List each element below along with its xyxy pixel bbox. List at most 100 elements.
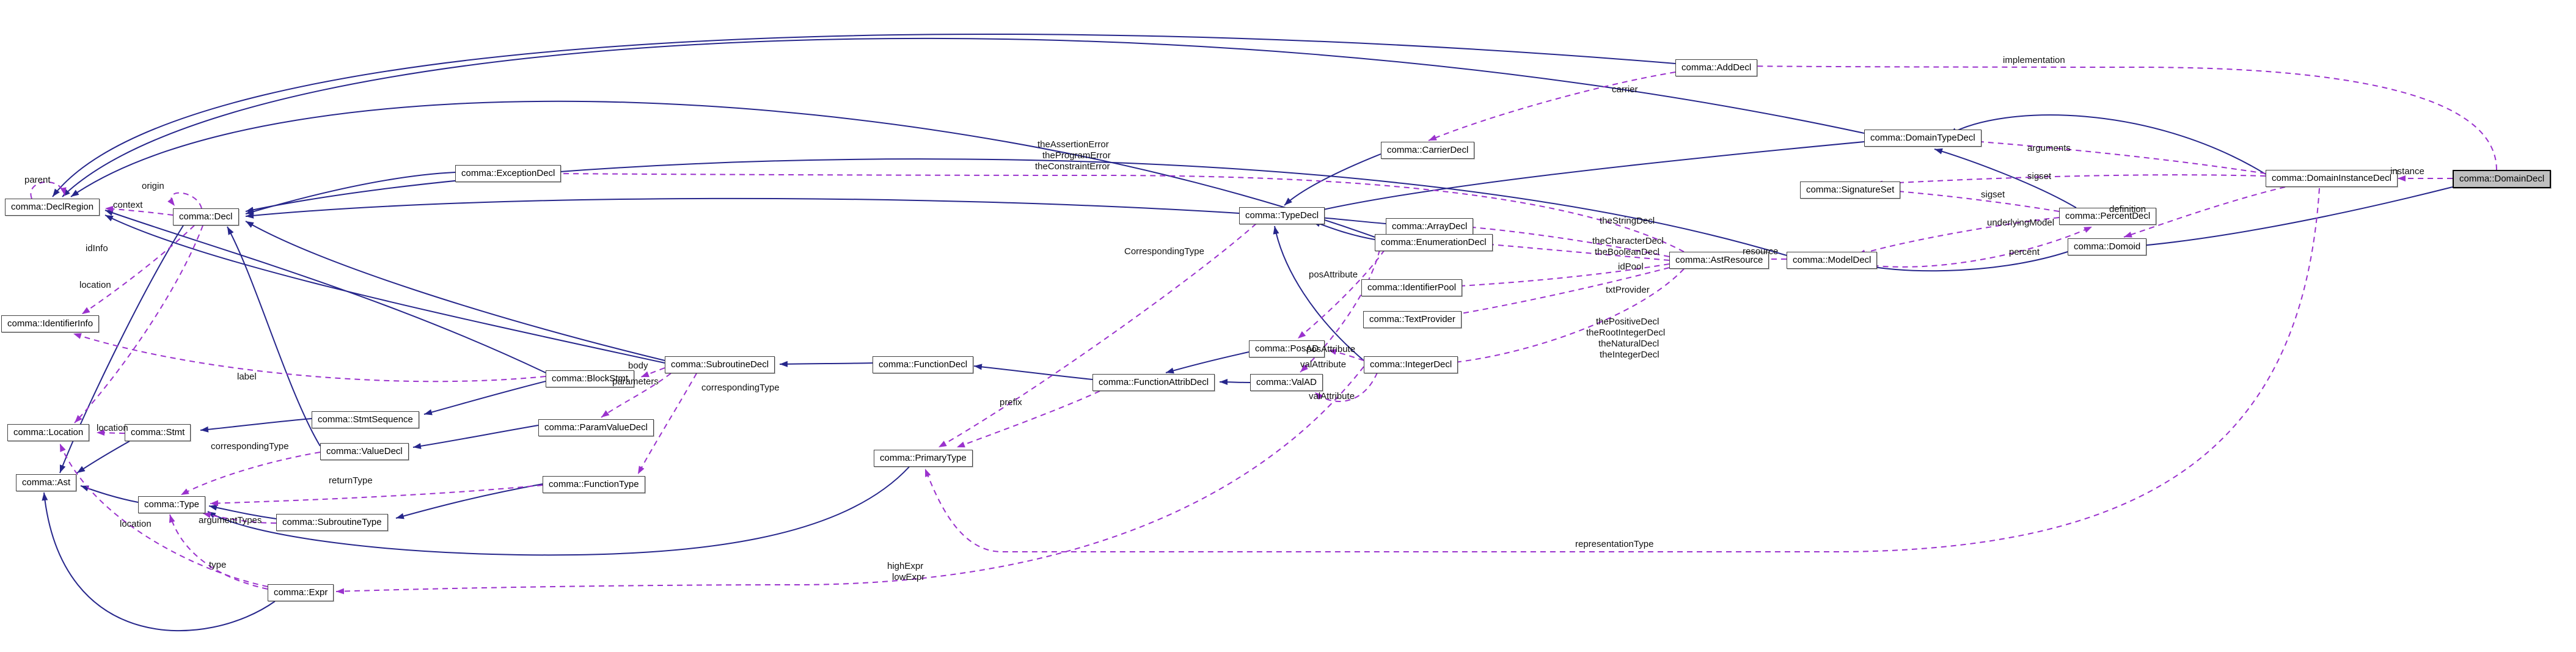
edge-label-underlyingmodel-40: underlyingModel [1987, 218, 2055, 228]
edge-idpool [1438, 263, 1670, 290]
edge-stmt-to-ast [76, 441, 130, 474]
edge-prefix [956, 390, 1100, 448]
edge-expr-type [169, 514, 268, 590]
edge-integer-posattribute [1328, 348, 1364, 361]
node-comma-textprovider[interactable]: comma::TextProvider [1363, 311, 1462, 328]
node-comma-valuedecl[interactable]: comma::ValueDecl [320, 443, 409, 460]
node-comma-paramvaluedecl[interactable]: comma::ParamValueDecl [538, 419, 654, 436]
node-comma-stmtsequence[interactable]: comma::StmtSequence [312, 411, 419, 428]
node-comma-functionattribdecl[interactable]: comma::FunctionAttribDecl [1092, 374, 1215, 391]
node-comma-domaininstancedecl[interactable]: comma::DomainInstanceDecl [2266, 170, 2398, 187]
edge-label-therootintegerdecl-33: theRootIntegerDecl [1586, 328, 1666, 338]
node-comma-percentdecl[interactable]: comma::PercentDecl [2059, 208, 2157, 225]
inheritance-edges [42, 34, 2453, 631]
edge-label-txtprovider-31: txtProvider [1606, 285, 1650, 295]
edge-idinfo [81, 225, 195, 315]
node-comma-domaintypedecl[interactable]: comma::DomainTypeDecl [1864, 130, 1981, 147]
edge-percent [1853, 226, 2093, 268]
edge-primarytype-to-type [207, 466, 910, 556]
edge-valuedecl-to-decl [227, 226, 321, 447]
edge-blockstmt-to-declregion [104, 210, 546, 373]
edge-arguments [1947, 136, 2266, 174]
edge-correspondingtype-typedecl-primarytype [938, 223, 1257, 448]
node-comma-identifierpool[interactable]: comma::IdentifierPool [1361, 279, 1463, 296]
node-comma-typedecl[interactable]: comma::TypeDecl [1239, 207, 1325, 224]
edge-returntype [210, 485, 543, 507]
edge-label-posattribute-23: posAttribute [1309, 269, 1358, 280]
node-comma-domaindecl[interactable]: comma::DomainDecl [2453, 170, 2552, 188]
edge-label-correspondingtype-22: correspondingType [701, 383, 780, 393]
node-comma-type[interactable]: comma::Type [138, 496, 206, 513]
edge-label-parameters-21: parameters [612, 376, 659, 387]
node-comma-signatureset[interactable]: comma::SignatureSet [1800, 181, 1901, 199]
node-comma-carrierdecl[interactable]: comma::CarrierDecl [1381, 142, 1475, 159]
edge-label-correspondingtype-18: CorrespondingType [1124, 246, 1204, 257]
node-comma-primarytype[interactable]: comma::PrimaryType [874, 450, 973, 467]
node-comma-posad[interactable]: comma::PosAD [1249, 340, 1325, 357]
edge-underlyingmodel [1857, 217, 2060, 256]
edge-label-resource-36: resource [1743, 246, 1779, 257]
edge-label-valattribute-25: valAttribute [1300, 359, 1347, 370]
edge-label-idpool-30: idPool [1618, 262, 1644, 272]
edge-thecharacterdecl-thebooleandecl [1468, 240, 1670, 261]
edge-expr-to-ast [42, 492, 276, 631]
edge-valad-to-functionattribdecl [1219, 379, 1251, 386]
node-comma-subroutinetype[interactable]: comma::SubroutineType [276, 514, 388, 531]
edge-label-arguments-37: arguments [2027, 143, 2071, 153]
edge-label-location-5: location [97, 423, 128, 433]
edge-functiondecl-to-subroutinedecl [779, 361, 873, 367]
node-comma-domoid[interactable]: comma::Domoid [2068, 238, 2147, 255]
edge-label-percent-41: percent [2009, 247, 2040, 257]
edge-carrierdecl-to-typedecl [1284, 153, 1381, 206]
node-comma-blockstmt[interactable]: comma::BlockStmt [546, 370, 635, 387]
edge-blockstmt-to-stmtsequence [423, 381, 546, 416]
node-comma-ast[interactable]: comma::Ast [16, 474, 77, 491]
edge-theassertionerror [551, 170, 1685, 252]
edge-label-highexpr-12: highExpr [887, 561, 924, 571]
edge-label-thebooleandecl-29: theBooleanDecl [1595, 247, 1659, 257]
edge-subroutinedecl-correspondingtype [637, 373, 697, 475]
node-comma-functiontype[interactable]: comma::FunctionType [543, 476, 645, 493]
edge-domaintypedecl-to-declregion [62, 37, 1865, 197]
edge-label-prefix-19: prefix [1000, 397, 1022, 408]
edge-enum-valattribute [1300, 249, 1380, 373]
edge-thestringdecl [1457, 224, 1670, 257]
edge-functionattribdecl-to-functiondecl [973, 364, 1093, 380]
node-comma-valad[interactable]: comma::ValAD [1250, 374, 1323, 391]
edge-label-parent-0: parent [24, 175, 51, 185]
node-comma-astresource[interactable]: comma::AstResource [1669, 252, 1769, 269]
edge-label-theconstrainterror-17: theConstraintError [1035, 161, 1110, 172]
edge-valuedecl-correspondingtype [180, 452, 321, 496]
edge-label-location-4: location [79, 280, 111, 290]
edge-carrier [1428, 71, 1676, 141]
edge-paramvaluedecl-to-valuedecl [412, 425, 539, 449]
usage-edges [30, 63, 2497, 595]
edge-label-thepositivedecl-32: thePositiveDecl [1596, 317, 1659, 327]
edge-label-valattribute-26: valAttribute [1309, 391, 1355, 401]
edge-label-sigset-39: sigset [1981, 189, 2005, 200]
edge-body [640, 367, 665, 378]
node-comma-exceptiondecl[interactable]: comma::ExceptionDecl [455, 165, 562, 182]
node-comma-stmt[interactable]: comma::Stmt [125, 424, 191, 441]
node-comma-arraydecl[interactable]: comma::ArrayDecl [1386, 218, 1474, 235]
node-comma-declregion[interactable]: comma::DeclRegion [5, 199, 100, 216]
node-comma-subroutinedecl[interactable]: comma::SubroutineDecl [665, 356, 775, 373]
node-comma-integerdecl[interactable]: comma::IntegerDecl [1364, 356, 1458, 373]
edge-label [73, 333, 546, 383]
edge-label-origin-1: origin [142, 181, 164, 191]
node-comma-decl[interactable]: comma::Decl [173, 208, 239, 225]
edge-label-type-10: type [209, 560, 227, 570]
edge-type-to-ast [80, 485, 139, 503]
node-comma-expr[interactable]: comma::Expr [268, 584, 334, 601]
node-comma-adddecl[interactable]: comma::AddDecl [1675, 59, 1758, 76]
edge-subroutinetype-to-type [208, 504, 277, 519]
node-comma-location[interactable]: comma::Location [7, 424, 90, 441]
edge-label-theprogramerror-16: theProgramError [1042, 150, 1111, 161]
node-comma-functiondecl[interactable]: comma::FunctionDecl [873, 356, 974, 373]
node-comma-modeldecl[interactable]: comma::ModelDecl [1787, 252, 1878, 269]
node-comma-identifierinfo[interactable]: comma::IdentifierInfo [1, 315, 100, 332]
edge-enumerationdecl-to-declregion [70, 100, 1375, 238]
node-comma-enumerationdecl[interactable]: comma::EnumerationDecl [1375, 234, 1493, 251]
